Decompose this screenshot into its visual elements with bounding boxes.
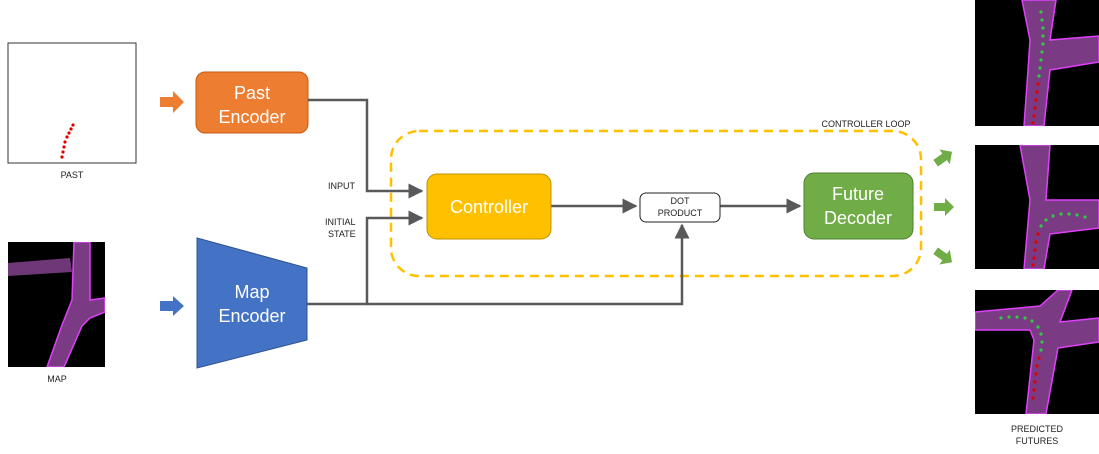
map-encoder-line2: Encoder xyxy=(218,306,285,326)
past-frame xyxy=(7,42,137,164)
map-encoder-line1: Map xyxy=(234,282,269,302)
past-encoder-block: Past Encoder xyxy=(195,71,309,134)
dot-product-line1: DOT xyxy=(671,196,691,206)
output-arrow-middle xyxy=(934,198,954,216)
map-panel: MAP xyxy=(8,242,105,384)
past-encoder-line2: Encoder xyxy=(218,107,285,127)
map-label: MAP xyxy=(47,374,67,384)
predicted-future-3 xyxy=(975,290,1099,414)
future-decoder-line2: Decoder xyxy=(824,208,892,228)
output-arrow-up xyxy=(933,149,953,167)
controller-label: Controller xyxy=(450,197,528,217)
predicted-futures-label-line1: PREDICTED xyxy=(1011,424,1064,434)
future-decoder-line1: Future xyxy=(832,184,884,204)
output-arrow-down xyxy=(933,247,953,265)
dot-product-line2: PRODUCT xyxy=(658,208,703,218)
map-to-dot-product-connector xyxy=(367,223,690,306)
past-encoder-line1: Past xyxy=(234,83,270,103)
map-encoder-block: Map Encoder xyxy=(196,237,308,369)
map-input-arrow xyxy=(160,296,184,316)
predicted-future-2 xyxy=(975,145,1099,269)
input-label: INPUT xyxy=(328,181,356,191)
past-trajectory xyxy=(60,123,75,159)
output-arrows xyxy=(933,149,954,265)
past-label: PAST xyxy=(61,170,84,180)
past-input-arrow xyxy=(160,91,184,113)
map-to-controller-connector xyxy=(307,210,424,306)
dot-product-block: DOT PRODUCT xyxy=(639,192,721,223)
controller-loop-border xyxy=(389,129,923,278)
past-panel: PAST xyxy=(7,42,137,180)
controller-loop-label: CONTROLLER LOOP xyxy=(821,119,910,129)
future-decoder-block: Future Decoder xyxy=(803,172,914,240)
controller-block: Controller xyxy=(426,173,552,240)
predicted-futures-label-line2: FUTURES xyxy=(1016,436,1059,446)
connectors xyxy=(307,98,802,306)
past-to-controller-connector xyxy=(308,98,424,199)
predicted-future-1 xyxy=(975,0,1099,126)
initial-state-label-line2: STATE xyxy=(328,229,356,239)
initial-state-label-line1: INITIAL xyxy=(325,217,356,227)
